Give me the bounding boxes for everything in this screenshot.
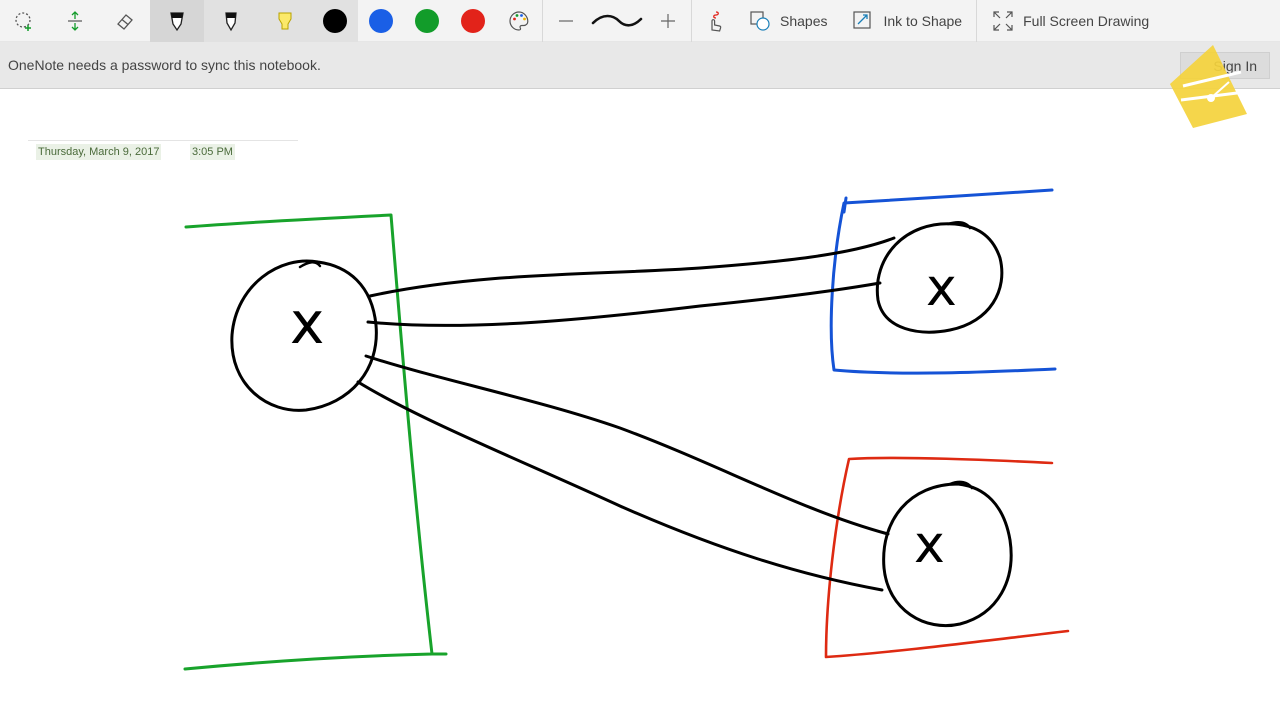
- page-date: Thursday, March 9, 2017: [36, 144, 162, 160]
- drawing-toolbar: Shapes Ink to Shape Full Screen Drawing: [0, 0, 1280, 42]
- highlighter-button[interactable]: [258, 0, 312, 42]
- lasso-icon: [15, 12, 31, 31]
- ink-drawing[interactable]: x x x: [0, 89, 1280, 720]
- pencil-icon: [225, 12, 237, 32]
- green-swatch: [415, 9, 439, 33]
- toolbar-separator: [976, 0, 978, 42]
- shapes-icon: [750, 11, 770, 31]
- full-screen-drawing-button[interactable]: Full Screen Drawing: [977, 0, 1163, 42]
- watermark-logo-icon: [1170, 45, 1247, 128]
- toolbar-separator: [542, 0, 543, 42]
- left-node-circle: [230, 259, 378, 412]
- color-blue-button[interactable]: [358, 0, 404, 42]
- plus-icon: [661, 14, 675, 28]
- shapes-label: Shapes: [780, 13, 828, 29]
- pen-icon: [170, 12, 184, 32]
- shapes-button[interactable]: Shapes: [738, 0, 841, 42]
- insert-space-button[interactable]: [50, 0, 100, 42]
- page-time: 3:05 PM: [190, 144, 235, 160]
- red-swatch: [461, 9, 485, 33]
- eraser-button[interactable]: [100, 0, 150, 42]
- connector-top-lower: [366, 281, 882, 327]
- more-colors-button[interactable]: [496, 0, 542, 42]
- color-red-button[interactable]: [450, 0, 496, 42]
- notification-message: OneNote needs a password to sync this no…: [8, 57, 321, 73]
- sync-notification-bar: OneNote needs a password to sync this no…: [0, 42, 1280, 89]
- insert-space-icon: [68, 11, 82, 31]
- ink-to-shape-icon: [853, 11, 872, 29]
- left-node-tick: [298, 261, 322, 269]
- connector-bottom-upper: [364, 354, 890, 536]
- increase-thickness-button[interactable]: [645, 0, 691, 42]
- top-right-node-tick: [946, 221, 972, 230]
- pencil-button[interactable]: [204, 0, 258, 42]
- stroke-thickness-preview: [589, 0, 645, 42]
- toolbar-separator: [691, 0, 692, 42]
- bottom-right-node-tick: [948, 480, 974, 490]
- top-right-node-circle: [875, 222, 1004, 334]
- lasso-select-button[interactable]: [0, 0, 50, 42]
- blue-bracket-stroke: [829, 188, 1057, 375]
- connector-top-upper: [368, 236, 896, 298]
- connector-bottom-lower: [356, 380, 884, 592]
- red-bracket-stroke: [824, 456, 1070, 659]
- full-screen-label: Full Screen Drawing: [1023, 13, 1150, 29]
- page-title-line: [28, 140, 298, 141]
- eraser-icon: [117, 14, 133, 30]
- left-node-glyph: x: [290, 289, 324, 357]
- highlighter-icon: [278, 12, 292, 30]
- page-canvas[interactable]: Thursday, March 9, 2017 3:05 PM: [0, 89, 1280, 720]
- full-screen-icon: [993, 11, 1013, 31]
- touch-draw-icon: [711, 11, 722, 32]
- draw-with-touch-button[interactable]: [692, 0, 738, 42]
- minus-icon: [559, 20, 573, 22]
- palette-icon: [509, 11, 529, 31]
- green-bracket-stroke: [183, 213, 434, 671]
- blue-bracket-tick: [842, 196, 848, 214]
- ink-to-shape-button[interactable]: Ink to Shape: [841, 0, 976, 42]
- blue-swatch: [369, 9, 393, 33]
- top-right-node-glyph: x: [926, 258, 957, 318]
- decrease-thickness-button[interactable]: [543, 0, 589, 42]
- pen-button[interactable]: [150, 0, 204, 42]
- color-black-button[interactable]: [312, 0, 358, 42]
- black-swatch: [323, 9, 347, 33]
- ink-to-shape-label: Ink to Shape: [883, 13, 963, 29]
- bottom-right-node-circle: [882, 482, 1013, 628]
- stroke-preview-icon: [591, 14, 643, 27]
- bottom-right-node-glyph: x: [914, 515, 945, 575]
- color-green-button[interactable]: [404, 0, 450, 42]
